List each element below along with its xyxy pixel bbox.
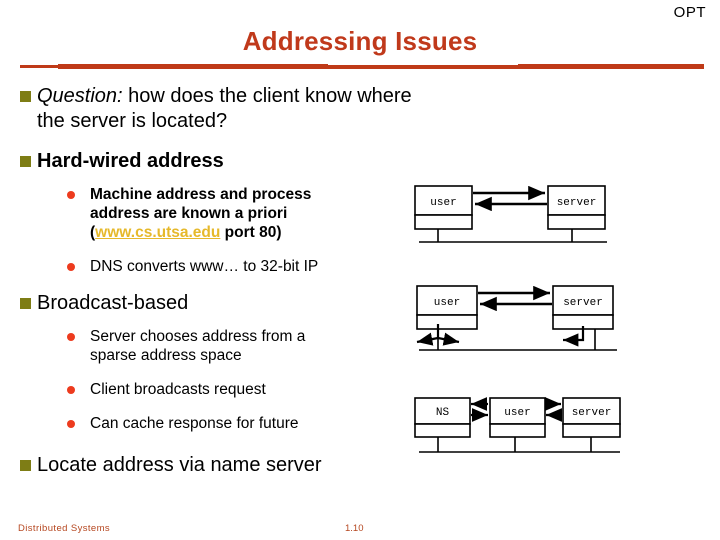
divider-segment-3 xyxy=(326,65,521,69)
bullet-locate-label: Locate address via name server xyxy=(37,454,322,476)
bullet-hard-wired: Hard-wired address xyxy=(18,149,418,174)
bullet-hard-wired-label: Hard-wired address xyxy=(37,150,224,172)
corner-tag-opt: OPT xyxy=(673,4,706,21)
spacer xyxy=(18,365,418,380)
node-ns: NS xyxy=(414,397,471,438)
dot-bullet-icon xyxy=(67,386,75,394)
sub-bullet-can-cache: Can cache response for future xyxy=(63,414,418,433)
bullet-question-text: how does the client know where the serve… xyxy=(37,85,412,132)
divider-segment-4 xyxy=(518,64,704,69)
spacer xyxy=(18,242,418,257)
bullet-broadcast-label: Broadcast-based xyxy=(37,292,189,314)
diagram-broadcast-svg: user server xyxy=(416,285,617,351)
bullet-question: Question: how does the client know where… xyxy=(18,84,418,134)
broadcast-arrow-left xyxy=(416,332,439,346)
sub-bullet-dns: DNS converts www… to 32-bit IP xyxy=(63,257,418,276)
footer-page-number: 1.10 xyxy=(345,523,364,534)
sub-bullet-line-2: sparse address space xyxy=(90,347,242,364)
footer-course-label: Distributed Systems xyxy=(18,523,111,534)
sub-bullet-line-3-close: port 80) xyxy=(220,224,282,241)
spacer xyxy=(18,174,418,185)
node-server-label: server xyxy=(572,407,612,419)
spacer xyxy=(18,316,418,327)
bullet-locate-via-name-server: Locate address via name server xyxy=(18,453,418,478)
square-bullet-icon xyxy=(20,460,31,471)
node-ns-label: NS xyxy=(436,407,450,419)
dot-bullet-icon xyxy=(67,333,75,341)
diagram-hard-wired: user server xyxy=(405,180,625,250)
diagram-hard-wired-svg: user server xyxy=(414,185,607,243)
node-user-label: user xyxy=(434,297,460,309)
node-server: server xyxy=(562,397,621,438)
server-reply-hook-arrow xyxy=(563,326,585,347)
page-title: Addressing Issues xyxy=(242,26,478,56)
sub-bullet-line-2: address are known a priori xyxy=(90,205,288,222)
bullet-question-emphasis: Question: xyxy=(37,85,123,107)
node-server-label: server xyxy=(563,297,603,309)
square-bullet-icon xyxy=(20,156,31,167)
diagram-name-server: NS user server xyxy=(405,390,635,465)
square-bullet-icon xyxy=(20,298,31,309)
node-server: server xyxy=(552,285,614,330)
dot-bullet-icon xyxy=(67,263,75,271)
bullet-content: Question: how does the client know where… xyxy=(18,84,418,478)
diagram-broadcast: user server xyxy=(405,280,630,358)
node-user: user xyxy=(414,185,473,230)
spacer xyxy=(18,399,418,414)
sub-bullet-client-text: Client broadcasts request xyxy=(90,381,266,398)
sub-bullet-dns-text: DNS converts www… to 32-bit IP xyxy=(90,258,319,275)
spacer xyxy=(18,276,418,291)
node-server-label: server xyxy=(557,197,597,209)
spacer xyxy=(18,433,418,453)
sub-bullet-line-3-open: ( xyxy=(90,224,96,241)
node-user-label: user xyxy=(504,407,530,419)
node-server: server xyxy=(547,185,606,230)
title-divider xyxy=(0,62,720,70)
sub-bullet-server-chooses: Server chooses address from a sparse add… xyxy=(63,327,418,365)
divider-segment-1 xyxy=(20,65,60,68)
spacer xyxy=(18,134,418,149)
dot-bullet-icon xyxy=(67,191,75,199)
sub-bullet-line-1: Machine address and process xyxy=(90,186,312,203)
sub-bullet-line-1: Server chooses address from a xyxy=(90,328,306,345)
node-user: user xyxy=(489,397,546,438)
sub-bullet-cache-text: Can cache response for future xyxy=(90,415,299,432)
broadcast-arrow-right xyxy=(437,332,460,346)
sub-bullet-client-broadcasts: Client broadcasts request xyxy=(63,380,418,399)
divider-segment-2 xyxy=(58,64,328,69)
diagram-name-server-svg: NS user server xyxy=(414,397,621,453)
node-user-label: user xyxy=(430,197,456,209)
dot-bullet-icon xyxy=(67,420,75,428)
node-user: user xyxy=(416,285,478,330)
link-utsa-url[interactable]: www.cs.utsa.edu xyxy=(95,224,221,241)
sub-bullet-machine-address: Machine address and process address are … xyxy=(63,185,418,242)
bullet-broadcast-based: Broadcast-based xyxy=(18,291,418,316)
square-bullet-icon xyxy=(20,91,31,102)
